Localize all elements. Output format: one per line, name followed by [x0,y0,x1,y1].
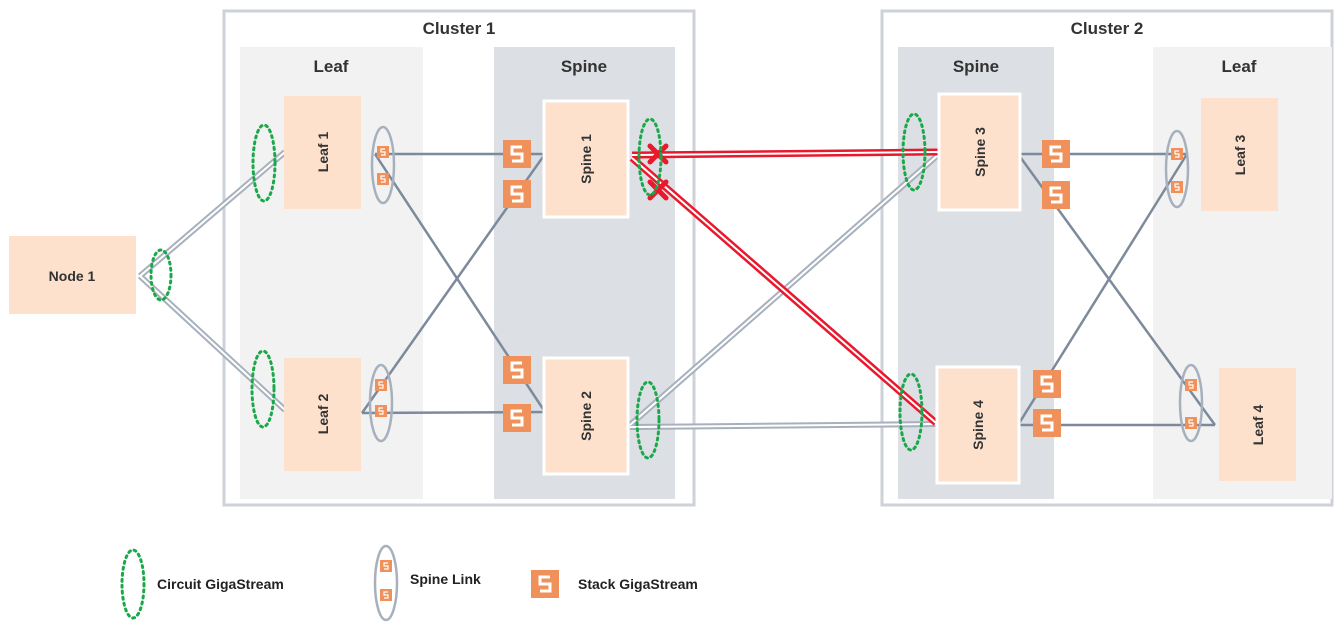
circuit-oval-spine-4 [898,372,924,452]
circuit-gigastream-ovals [149,112,927,460]
spine-1-box[interactable] [542,99,630,219]
legend-circuit-label: Circuit GigaStream [157,576,284,592]
cluster-1-title: Cluster 1 [423,19,496,38]
legend: Circuit GigaStream Spine Link Stack Giga… [120,544,698,622]
spine-3-label: Spine 3 [972,127,988,177]
cluster-1-spine-heading: Spine [561,57,607,76]
circuit-oval-spine-2 [635,380,661,460]
failure-x-icon [647,143,669,165]
legend-stack-icon [529,568,561,600]
legend-spine-link-label: Spine Link [410,571,481,587]
leaf-4-box[interactable] [1219,368,1296,481]
leaf-1-label: Leaf 1 [315,132,331,173]
cluster-2-title: Cluster 2 [1071,19,1144,38]
spine-2-box[interactable] [542,356,630,476]
spine-4-label: Spine 4 [970,400,986,450]
leaf-3-box[interactable] [1201,98,1278,211]
circuit-oval-spine-1 [637,117,663,197]
legend-stack-label: Stack GigaStream [578,576,698,592]
circuit-oval-leaf-2 [250,349,276,429]
spine-1-label: Spine 1 [578,134,594,184]
leaf-3-label: Leaf 3 [1232,135,1248,176]
legend-spine-link-icon [373,544,399,622]
node-1-label: Node 1 [49,268,96,284]
spine-link-ovals [368,125,1204,443]
cluster-1-leaf-heading: Leaf [314,57,349,76]
leaf-2-label: Leaf 2 [315,394,331,435]
circuit-oval-spine-3 [901,112,927,192]
cluster-2-leaf-heading: Leaf [1222,57,1257,76]
spine-4-box[interactable] [935,365,1021,485]
node-1-box[interactable] [7,234,138,316]
leaf-4-label: Leaf 4 [1250,405,1266,446]
legend-circuit-icon [120,548,146,620]
failure-x-icon [647,179,669,201]
circuit-oval-leaf-1 [251,123,277,203]
leaf-1-box[interactable] [284,96,361,209]
circuit-oval-node-1 [149,248,173,302]
cluster-2-spine-heading: Spine [953,57,999,76]
failed-circuit-links [629,148,939,426]
spine-3-box[interactable] [937,92,1022,212]
leaf-2-box[interactable] [284,358,361,471]
spine-2-label: Spine 2 [578,391,594,441]
